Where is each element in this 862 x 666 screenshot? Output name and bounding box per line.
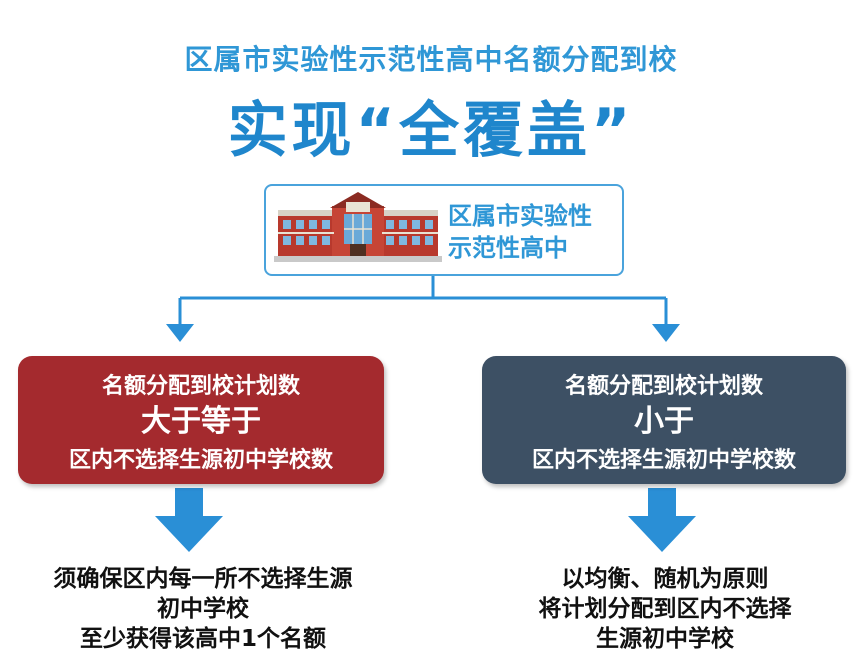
left-result-text: 须确保区内每一所不选择生源 初中学校 至少获得该高中1个名额	[10, 564, 396, 654]
right-result-text: 以均衡、随机为原则 将计划分配到区内不选择 生源初中学校	[470, 564, 860, 654]
school-node: 区属市实验性 示范性高中	[264, 184, 624, 276]
right-result-line3: 生源初中学校	[596, 626, 734, 652]
right-condition-card: 名额分配到校计划数 小于 区内不选择生源初中学校数	[482, 356, 846, 484]
left-result-line3: 至少获得该高中1个名额	[79, 626, 326, 652]
left-card-line3: 区内不选择生源初中学校数	[68, 448, 333, 473]
right-card-line1: 名额分配到校计划数	[564, 374, 763, 399]
right-result-line1: 以均衡、随机为原则	[561, 566, 769, 592]
school-node-line1: 区属市实验性	[448, 202, 592, 230]
left-result-line2: 初中学校	[157, 596, 249, 622]
headline: 实现“全覆盖”	[227, 96, 635, 166]
school-building-icon	[274, 192, 442, 262]
left-down-arrow-icon	[166, 324, 194, 342]
left-result-arrow-icon	[155, 488, 223, 552]
subtitle: 区属市实验性示范性高中名额分配到校	[184, 43, 678, 76]
right-card-line3: 区内不选择生源初中学校数	[531, 448, 796, 473]
right-result-line2: 将计划分配到区内不选择	[538, 596, 792, 622]
left-card-line1: 名额分配到校计划数	[101, 374, 300, 399]
right-down-arrow-icon	[652, 324, 680, 342]
right-card-condition: 小于	[634, 404, 694, 439]
left-condition-card: 名额分配到校计划数 大于等于 区内不选择生源初中学校数	[18, 356, 384, 484]
left-card-condition: 大于等于	[141, 404, 261, 439]
school-node-line2: 示范性高中	[448, 234, 568, 262]
right-result-arrow-icon	[628, 488, 696, 552]
left-result-line1: 须确保区内每一所不选择生源	[53, 566, 353, 592]
school-node-label: 区属市实验性 示范性高中	[448, 200, 618, 264]
